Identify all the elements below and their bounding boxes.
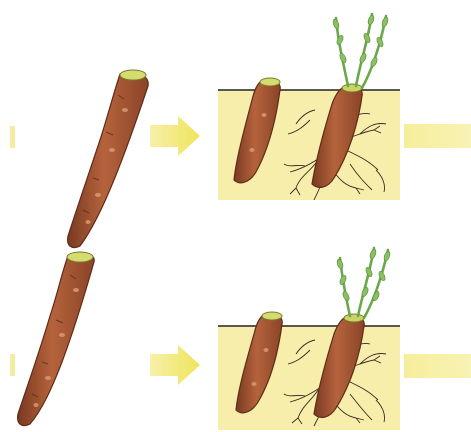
shoots	[340, 248, 388, 318]
arrow-right-icon	[150, 116, 200, 156]
row-1	[10, 14, 471, 248]
shoots	[336, 14, 386, 88]
cut-end	[260, 78, 280, 86]
left-edge-marker	[10, 126, 15, 148]
cut-end	[262, 312, 282, 320]
cut-end	[120, 70, 146, 80]
left-edge-marker	[10, 354, 15, 376]
continuation-bar	[404, 354, 471, 378]
continuation-bar	[404, 124, 471, 148]
cut-end	[67, 252, 93, 262]
root-cutting	[68, 70, 149, 248]
arrow-right-icon	[150, 345, 200, 385]
root-cutting	[18, 252, 95, 426]
row-2	[10, 248, 471, 430]
